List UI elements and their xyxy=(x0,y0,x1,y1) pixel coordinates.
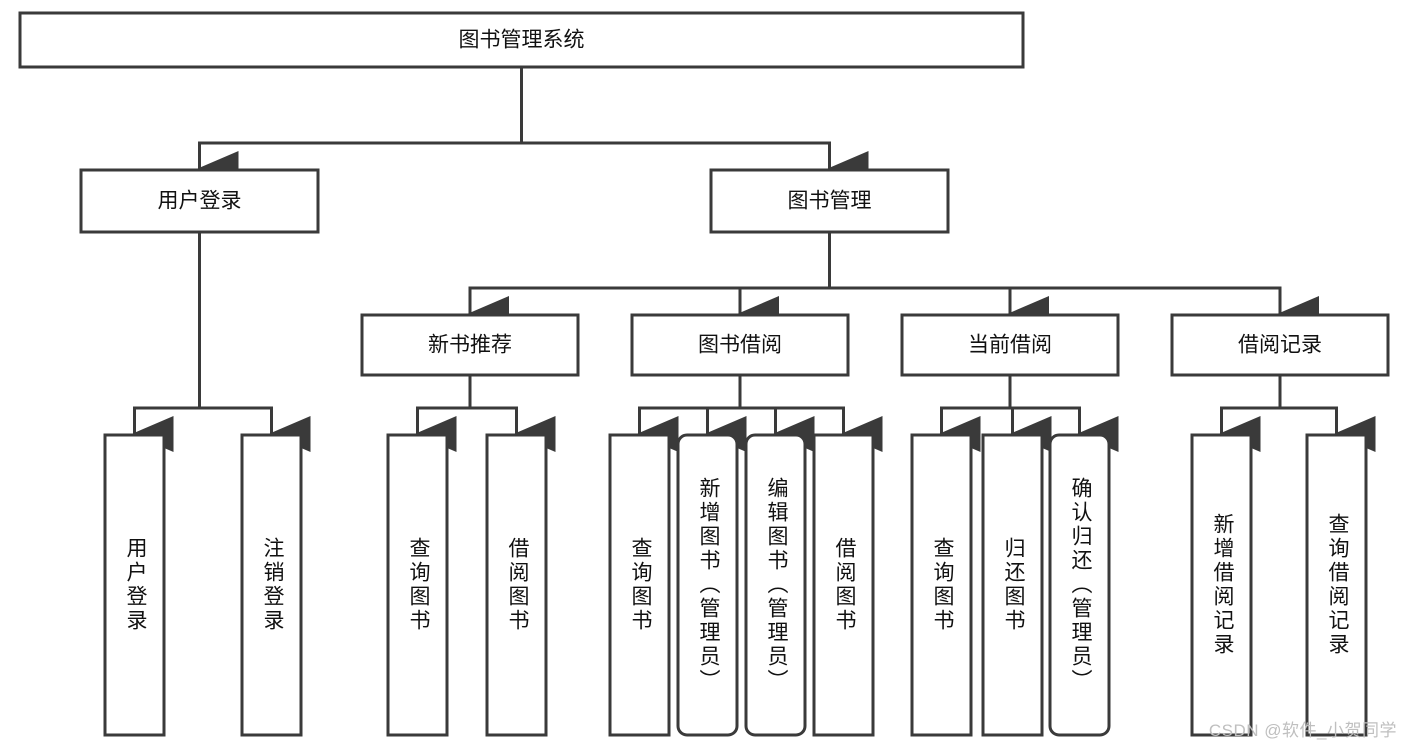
node-box xyxy=(1048,433,1111,737)
node-box xyxy=(812,433,875,737)
node-box xyxy=(103,433,166,737)
node-borrow-record[interactable]: 借阅记录 xyxy=(1170,313,1390,377)
node-box xyxy=(981,433,1044,737)
node-label: 图书借阅 xyxy=(698,334,782,357)
node-box xyxy=(240,433,303,737)
node-current-borrow[interactable]: 当前借阅 xyxy=(900,313,1120,377)
node-book-borrow[interactable]: 图书借阅 xyxy=(630,313,850,377)
node-label: 当前借阅 xyxy=(968,334,1052,357)
node-leaf-borrow-book-2[interactable] xyxy=(812,433,875,737)
node-box xyxy=(900,313,1120,377)
node-box xyxy=(744,433,807,737)
node-box xyxy=(1190,433,1253,737)
node-label: 新书推荐 xyxy=(428,334,512,357)
node-leaf-query-book-3[interactable] xyxy=(910,433,973,737)
node-label: 借阅记录 xyxy=(1238,334,1322,357)
node-leaf-query-book-1[interactable] xyxy=(386,433,449,737)
node-leaf-return-book[interactable] xyxy=(981,433,1044,737)
node-box xyxy=(386,433,449,737)
node-leaf-confirm-return[interactable] xyxy=(1048,433,1111,737)
node-root[interactable]: 图书管理系统 xyxy=(18,11,1025,69)
node-leaf-add-record[interactable] xyxy=(1190,433,1253,737)
node-box xyxy=(630,313,850,377)
node-label: 图书管理系统 xyxy=(459,29,585,52)
node-box xyxy=(79,168,320,234)
node-box xyxy=(360,313,580,377)
node-label: 图书管理 xyxy=(788,190,872,213)
node-leaf-query-record[interactable] xyxy=(1305,433,1368,737)
node-box xyxy=(18,11,1025,69)
node-box xyxy=(1305,433,1368,737)
node-box xyxy=(608,433,671,737)
node-leaf-query-book-2[interactable] xyxy=(608,433,671,737)
node-leaf-borrow-book-1[interactable] xyxy=(485,433,548,737)
node-new-book-recommend[interactable]: 新书推荐 xyxy=(360,313,580,377)
node-leaf-add-book[interactable] xyxy=(676,433,739,737)
node-book-manage[interactable]: 图书管理 xyxy=(709,168,950,234)
node-box xyxy=(485,433,548,737)
connector-layer xyxy=(131,65,1376,452)
watermark: CSDN @软件_小贺同学 xyxy=(1208,721,1397,740)
node-label: 用户登录 xyxy=(158,190,242,213)
node-user-login[interactable]: 用户登录 xyxy=(79,168,320,234)
node-box xyxy=(709,168,950,234)
node-leaf-user-login[interactable] xyxy=(103,433,166,737)
node-leaf-edit-book[interactable] xyxy=(744,433,807,737)
node-leaf-user-logout[interactable] xyxy=(240,433,303,737)
node-box xyxy=(910,433,973,737)
node-box xyxy=(676,433,739,737)
node-box xyxy=(1170,313,1390,377)
